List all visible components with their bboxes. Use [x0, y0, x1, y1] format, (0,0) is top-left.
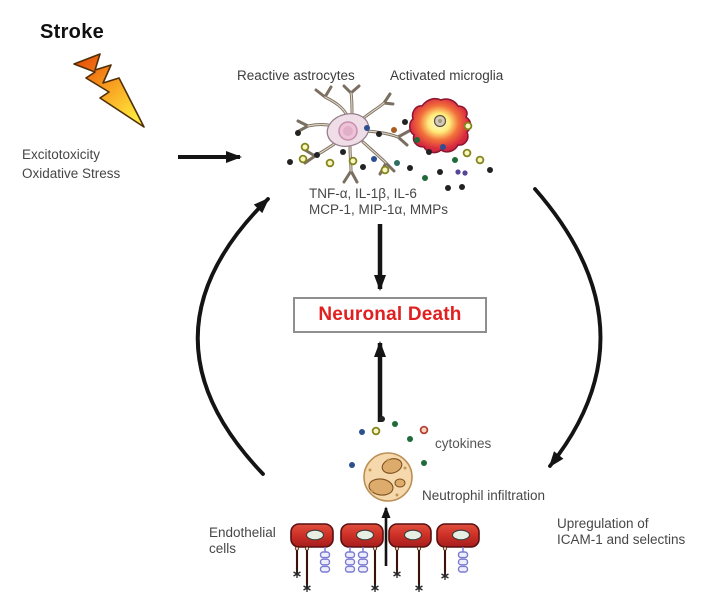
cytokine-dot [455, 169, 461, 175]
endothelial-cell [290, 523, 334, 592]
cytokine-dots [287, 119, 493, 468]
selectin-stalk [441, 546, 449, 580]
cytokine-dot [402, 119, 408, 125]
cytokine-dot [407, 436, 413, 442]
cytokine-dot [298, 154, 308, 164]
cytokine-dot [459, 184, 465, 190]
microglia-illustration [409, 97, 472, 154]
activated-microglia-label: Activated microglia [390, 68, 504, 83]
cytokine-dot [440, 144, 446, 150]
endothelial-cells-row [290, 523, 480, 592]
endothelial-line1: Endothelial [209, 525, 276, 540]
selectin-stalk [303, 546, 311, 592]
cytokine-dot [452, 157, 458, 163]
cytokine-dot [300, 142, 310, 152]
upregulation-line1: Upregulation of [557, 516, 649, 531]
cytokine-dot [421, 460, 427, 466]
cytokine-dot [325, 158, 335, 168]
cytokine-dot [371, 156, 377, 162]
cytokine-dot [463, 121, 473, 131]
selectin-stalk [293, 546, 301, 578]
cytokine-dot [359, 429, 365, 435]
astrocyte-illustration [295, 84, 411, 184]
cytokine-dot [475, 155, 485, 165]
endothelial-nucleus [305, 529, 325, 541]
endothelial-nucleus [355, 529, 375, 541]
cytokine-dot [380, 165, 390, 175]
cytokine-dot [391, 127, 397, 133]
cytokine-dot [287, 159, 293, 165]
cytokine-dot [364, 125, 370, 131]
cytokines-label: cytokines [435, 436, 492, 451]
cytokine-dot [394, 160, 400, 166]
reactive-astrocytes-label: Reactive astrocytes [237, 68, 355, 83]
icam1-molecule [319, 547, 331, 573]
cytokine-dot [392, 421, 398, 427]
icam1-molecule [457, 547, 469, 573]
cytokine-dot [379, 416, 385, 422]
straight-arrows [178, 151, 391, 566]
cytokine-dot [426, 149, 432, 155]
cytokine-dot [445, 185, 451, 191]
cytokine-dot [419, 425, 429, 435]
cytokine-line1: TNF-α, IL-1β, IL-6 [309, 186, 417, 201]
curved-arrow-left-feedback [195, 197, 270, 476]
endothelial-line2: cells [209, 541, 237, 556]
endothelial-cell [340, 523, 384, 592]
selectin-stalk [371, 546, 379, 592]
icam1-molecule [344, 547, 356, 573]
endothelial-nucleus [451, 529, 471, 541]
cytokine-line2: MCP-1, MIP-1α, MMPs [309, 201, 449, 217]
oxidative-stress-line2: Oxidative Stress [22, 166, 121, 181]
curved-arrow-right-upregulation [533, 187, 603, 468]
cytokine-dot [422, 175, 428, 181]
cytokine-dot [349, 462, 355, 468]
stroke-title: Stroke [40, 21, 105, 43]
cytokine-dot [376, 131, 382, 137]
neutrophil-illustration [363, 452, 413, 502]
cytokine-dot [414, 137, 420, 143]
selectin-stalk [415, 546, 423, 592]
excitotoxicity-line1: Excitotoxicity [22, 147, 101, 162]
cytokine-dot [437, 169, 443, 175]
endothelial-cell [436, 523, 480, 580]
neutrophil-infiltration-label: Neutrophil infiltration [422, 488, 546, 503]
cytokine-dot [462, 170, 468, 176]
cytokine-dot [340, 149, 346, 155]
endothelial-nucleus [403, 529, 423, 541]
endothelial-cell [388, 523, 432, 592]
cytokine-dot [371, 426, 381, 436]
lightning-bolt-icon [73, 53, 145, 128]
icam1-molecule [357, 547, 369, 573]
upregulation-line2: ICAM-1 and selectins [557, 532, 686, 547]
cytokine-dot [407, 165, 413, 171]
selectin-stalk [393, 546, 401, 578]
cytokine-dot [360, 164, 366, 170]
cytokine-dot [295, 130, 301, 136]
cytokine-dot [462, 148, 472, 158]
cytokine-dot [314, 152, 320, 158]
neuronal-death-box: Neuronal Death [293, 297, 487, 333]
cytokine-dot [348, 156, 358, 166]
cytokine-dot [487, 167, 493, 173]
